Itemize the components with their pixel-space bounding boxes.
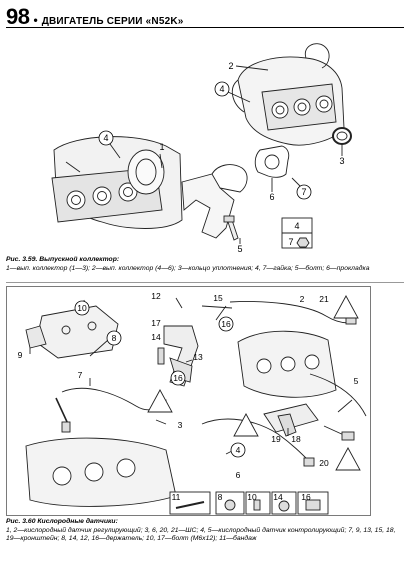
figure-1-title: Рис. 3.59. Выпускной коллектор: xyxy=(6,256,120,263)
figure-divider xyxy=(6,282,404,283)
callout-9: 9 xyxy=(18,350,23,360)
callout-6: 6 xyxy=(269,192,274,202)
figure-exhaust-manifold: 2 4 3 1 4 6 7 5 4 7 xyxy=(6,32,404,254)
figure-2-legend: 1, 2—кислородный датчик регулирующий; 3,… xyxy=(6,526,396,543)
callout-10b: 10 xyxy=(247,492,257,502)
callout-7a: 7 xyxy=(301,187,306,197)
page-number: 98 xyxy=(6,4,30,29)
header-rule xyxy=(6,27,404,28)
callout-13: 13 xyxy=(193,352,203,362)
callout-3: 3 xyxy=(339,156,344,166)
callout-4b: 4 xyxy=(103,133,108,143)
callout-7: 7 xyxy=(78,370,83,380)
callout-2: 2 xyxy=(228,61,233,71)
callout-5: 5 xyxy=(237,244,242,254)
callout-18: 18 xyxy=(291,434,301,444)
header-bullet: • xyxy=(33,13,38,27)
page-header: 98 • ДВИГАТЕЛЬ СЕРИИ «N52K» xyxy=(6,4,184,30)
callout-20: 20 xyxy=(319,458,329,468)
exhaust-manifold-drawing: 2 4 3 1 4 6 7 5 4 7 xyxy=(51,43,352,254)
figure-2-caption: Рис. 3.60 Кислородные датчики: 1, 2—кисл… xyxy=(6,518,404,544)
figure-1-legend: 1—вып. коллектор (1—3); 2—вып. коллектор… xyxy=(6,264,370,272)
callout-6: 6 xyxy=(236,470,241,480)
callout-4: 4 xyxy=(236,445,241,455)
callout-box-7: 7 xyxy=(288,237,293,247)
figure-2-title: Рис. 3.60 Кислородные датчики: xyxy=(6,518,118,525)
callout-1: 1 xyxy=(159,142,164,152)
callout-11: 11 xyxy=(172,492,181,502)
callout-16: 16 xyxy=(221,319,231,329)
callout-19: 19 xyxy=(271,434,281,444)
callout-2: 2 xyxy=(300,294,305,304)
callout-box-4: 4 xyxy=(294,221,299,231)
callout-8b: 8 xyxy=(218,492,223,502)
callout-14: 14 xyxy=(151,332,161,342)
figure-1-caption: Рис. 3.59. Выпускной коллектор: 1—вып. к… xyxy=(6,256,404,273)
callout-15: 15 xyxy=(213,293,223,303)
callout-12: 12 xyxy=(151,291,161,301)
figure-oxygen-sensors: 10 8 9 7 3 12 17 14 13 16 15 16 2 21 5 1… xyxy=(6,286,404,516)
callout-4a: 4 xyxy=(219,84,224,94)
callout-17: 17 xyxy=(151,318,161,328)
callout-8: 8 xyxy=(112,333,117,343)
callout-5: 5 xyxy=(354,376,359,386)
callout-16-ring: 16 xyxy=(173,373,183,383)
callout-16b: 16 xyxy=(301,492,311,502)
oxygen-sensors-drawing: 10 8 9 7 3 12 17 14 13 16 15 16 2 21 5 1… xyxy=(6,286,371,516)
callout-21: 21 xyxy=(319,294,329,304)
callout-14b: 14 xyxy=(273,492,283,502)
callout-10: 10 xyxy=(77,303,87,313)
section-title: ДВИГАТЕЛЬ СЕРИИ «N52K» xyxy=(41,16,184,27)
callout-3: 3 xyxy=(178,420,183,430)
